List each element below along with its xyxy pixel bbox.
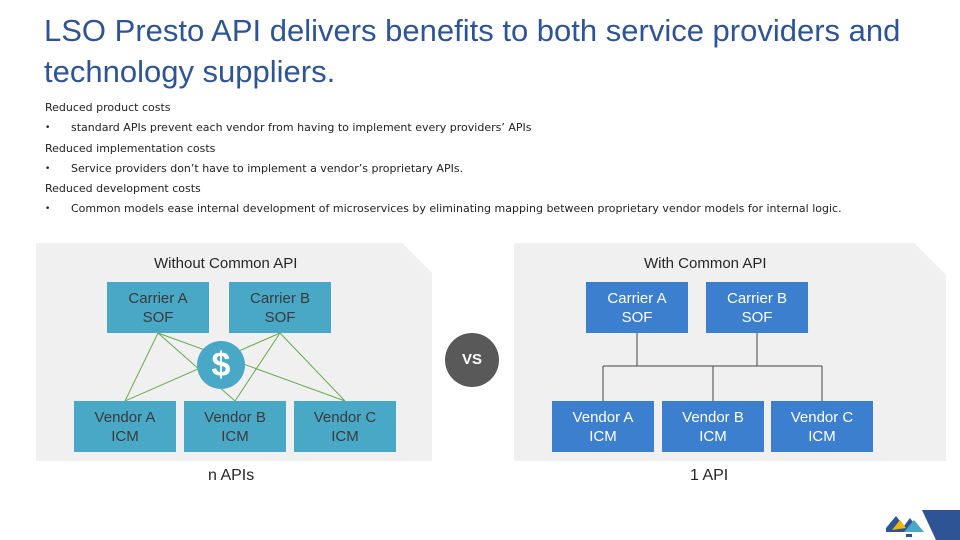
carrier-a-sof-box: Carrier A SOF: [586, 282, 688, 333]
left-panel-title: Without Common API: [154, 255, 298, 272]
vendor-a-icm-box: Vendor A ICM: [74, 401, 176, 452]
right-panel-title: With Common API: [644, 255, 767, 272]
bullet-dot-icon: •: [45, 123, 51, 134]
one-api-label: 1 API: [690, 467, 729, 484]
bullet-dot-icon: •: [45, 204, 51, 215]
vendor-a-icm-box: Vendor A ICM: [552, 401, 654, 452]
bullet-item: • standard APIs prevent each vendor from…: [45, 118, 925, 138]
vendor-c-icm-box: Vendor C ICM: [771, 401, 873, 452]
slide-title: LSO Presto API delivers benefits to both…: [44, 13, 901, 89]
vendor-b-icm-box: Vendor B ICM: [662, 401, 764, 452]
carrier-b-sof-box: Carrier B SOF: [706, 282, 808, 333]
n-apis-label: n APIs: [208, 467, 255, 484]
bullet-item: • Service providers don’t have to implem…: [45, 159, 925, 179]
bullet-text: Common models ease internal development …: [71, 202, 842, 216]
bullet-list: Reduced product costs • standard APIs pr…: [45, 98, 925, 220]
bullet-heading: Reduced development costs: [45, 182, 201, 196]
vendor-b-icm-box: Vendor B ICM: [184, 401, 286, 452]
bullet-heading: Reduced product costs: [45, 101, 171, 114]
tree-connectors: [602, 333, 823, 401]
vendor-c-icm-box: Vendor C ICM: [294, 401, 396, 452]
company-logo-icon: [886, 510, 960, 540]
bullet-text: Service providers don’t have to implemen…: [71, 161, 464, 175]
bullet-heading: Reduced implementation costs: [45, 141, 216, 155]
carrier-a-sof-box: Carrier A SOF: [107, 282, 209, 333]
bullet-item: • Common models ease internal developmen…: [45, 199, 925, 219]
bullet-dot-icon: •: [45, 163, 51, 174]
vs-badge: VS: [445, 333, 499, 387]
bullet-text: standard APIs prevent each vendor from h…: [71, 121, 532, 135]
carrier-b-sof-box: Carrier B SOF: [229, 282, 331, 333]
dollar-icon: $: [197, 341, 245, 389]
